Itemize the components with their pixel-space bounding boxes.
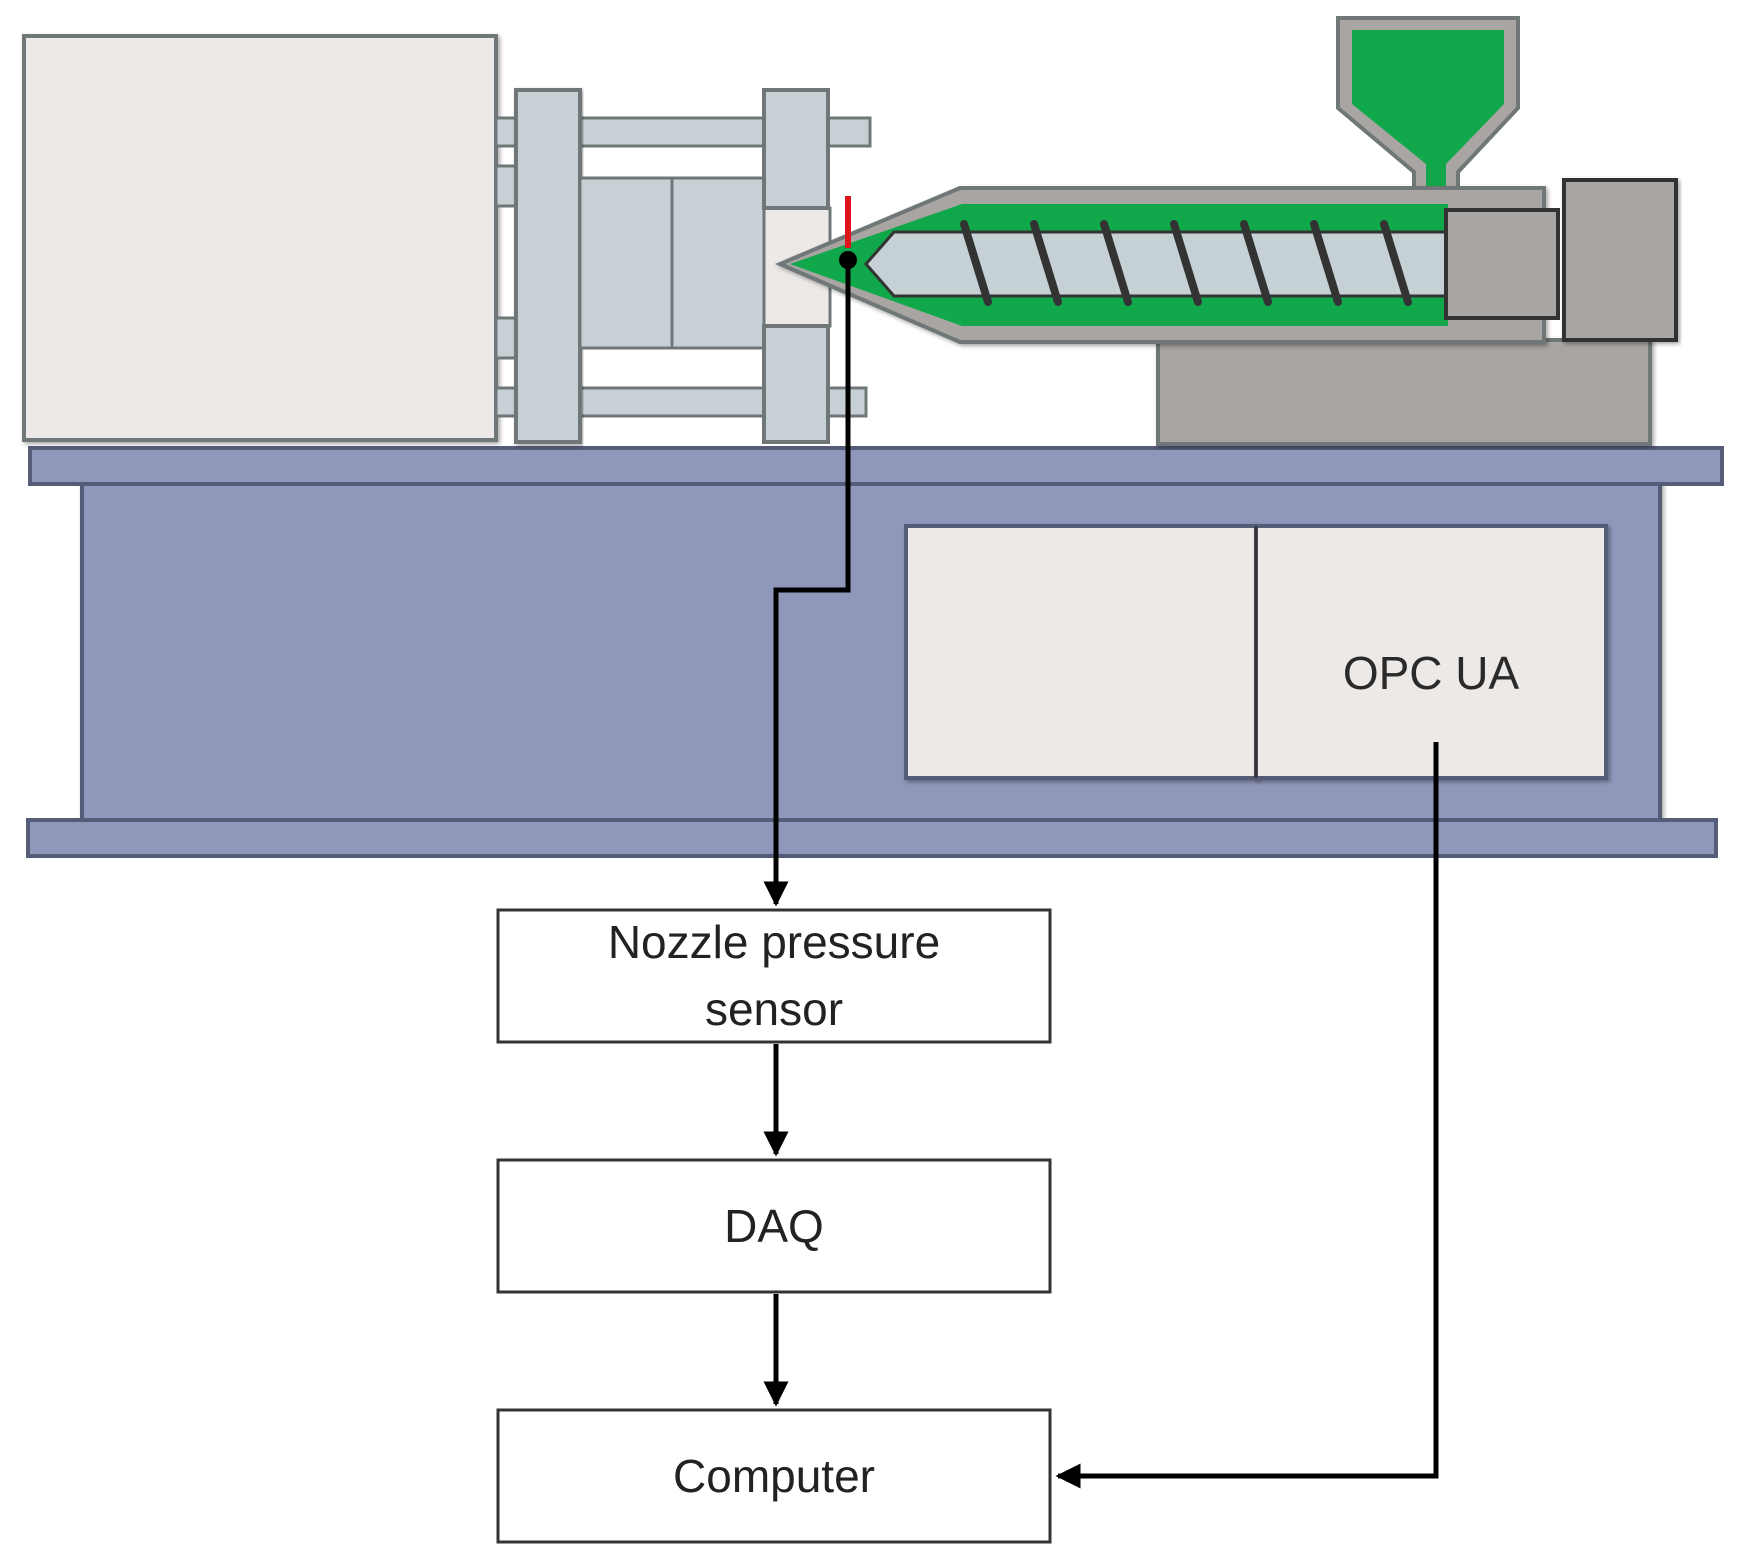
sensor-signal-line	[763, 260, 851, 907]
fixed-platen-top	[762, 88, 830, 210]
base-bottom-rail	[26, 818, 1718, 858]
mold-left-half	[578, 176, 674, 350]
moving-platen	[514, 88, 582, 444]
mold-right-half	[670, 176, 766, 350]
clamping-unit	[22, 34, 872, 444]
control-panel-left	[904, 524, 1258, 780]
daq-label: DAQ	[724, 1199, 824, 1252]
base-top-rail	[28, 446, 1724, 486]
opc-ua-module	[1254, 524, 1608, 780]
injection-carriage	[1156, 338, 1652, 446]
injection-unit	[774, 16, 1678, 446]
opc-ua-signal-line	[1055, 742, 1439, 1489]
opc-ua-label: OPC UA	[1342, 646, 1520, 699]
fixed-platen-bottom	[762, 324, 830, 444]
daq-box	[496, 1158, 1052, 1294]
nozzle-sensor-label: Nozzle pressure sensor	[607, 916, 941, 1035]
nozzle-sensor-box	[496, 908, 1052, 1044]
screw-drive	[1444, 208, 1560, 320]
injection-motor	[1562, 178, 1678, 342]
screw-icon	[864, 220, 1450, 306]
hopper-icon	[1336, 16, 1520, 212]
computer-label: Computer	[673, 1449, 875, 1502]
computer-box	[496, 1408, 1052, 1544]
control-panel	[904, 524, 1608, 780]
clamp-housing	[22, 34, 498, 442]
